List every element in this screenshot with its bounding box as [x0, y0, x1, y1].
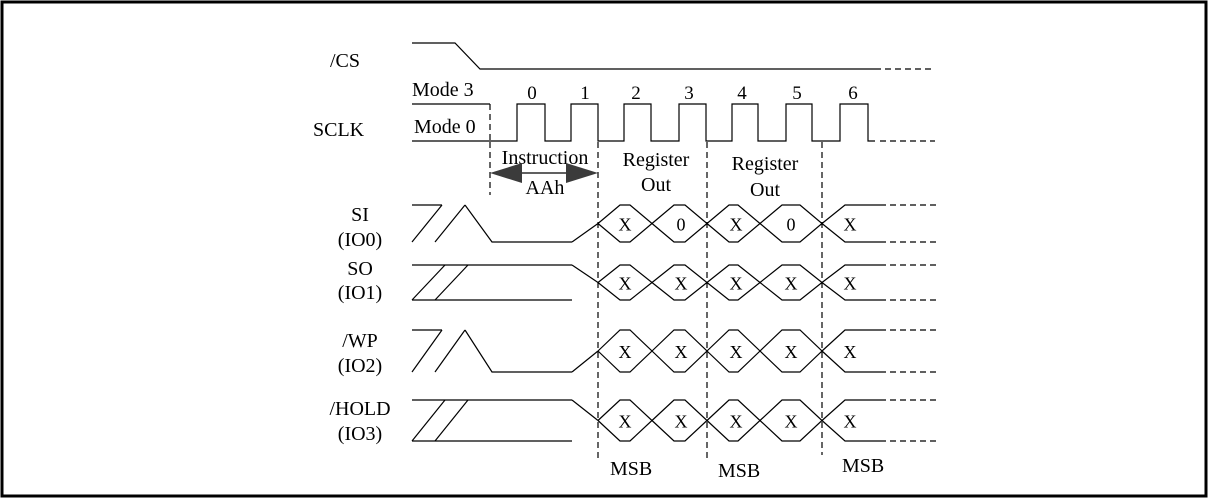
so-cell-value-4: X: [844, 274, 857, 294]
clock-number-3: 3: [684, 83, 694, 104]
hold-cell-value-0: X: [619, 412, 632, 432]
hold-lead-slash-2: [434, 399, 469, 442]
so-tail-bottom: [821, 282, 880, 301]
clock-number-4: 4: [737, 83, 747, 104]
wp-io-label: (IO2): [338, 355, 382, 377]
si-cell-value-2: X: [730, 215, 743, 235]
cs-waveform: [412, 42, 875, 70]
msb-label-1: MSB: [610, 458, 652, 480]
so-lead-slash-2: [434, 264, 469, 301]
si-lead-slash-2: [434, 204, 466, 243]
sclk-label: SCLK: [313, 119, 365, 141]
register-out-1-line1: Register: [623, 149, 690, 171]
wp-label: /WP: [342, 330, 378, 352]
wp-tail-top: [821, 329, 880, 352]
si-lead-rise: [571, 223, 599, 243]
so-cell-value-0: X: [619, 274, 632, 294]
hold-lead-slash-1: [411, 399, 446, 442]
instruction-arrow-right-head: [566, 163, 598, 183]
register-out-1-line2: Out: [641, 174, 671, 196]
si-tail-bottom: [821, 223, 880, 243]
wp-cell-value-1: X: [675, 342, 688, 362]
si-tail-top: [821, 204, 880, 224]
waveforms: [411, 42, 940, 458]
hold-cell-value-1: X: [675, 412, 688, 432]
hold-tail-bottom: [821, 420, 880, 442]
register-out-2-line1: Register: [732, 153, 799, 175]
hold-cell-value-3: X: [785, 412, 798, 432]
si-io-label: (IO0): [338, 229, 382, 251]
wp-lead-slash-2: [434, 329, 466, 373]
si-cell-value-4: X: [844, 215, 857, 235]
msb-label-2: MSB: [718, 460, 760, 482]
hold-tail-top: [821, 399, 880, 421]
msb-label-3: MSB: [842, 455, 884, 477]
clock-number-6: 6: [848, 83, 858, 104]
si-lead-slash-1: [411, 204, 443, 243]
mode3-label: Mode 3: [412, 79, 474, 101]
clock-number-5: 5: [792, 83, 802, 104]
clock-number-1: 1: [580, 83, 590, 104]
hold-label: /HOLD: [329, 398, 390, 420]
cs-label: /CS: [330, 50, 360, 72]
so-io-label: (IO1): [338, 282, 382, 304]
so-cell-value-3: X: [785, 274, 798, 294]
mode0-label: Mode 0: [414, 116, 476, 138]
wp-cell-value-0: X: [619, 342, 632, 362]
so-cell-value-1: X: [675, 274, 688, 294]
clock-number-2: 2: [631, 83, 641, 104]
hold-io-label: (IO3): [338, 423, 382, 445]
so-tail-top: [821, 264, 880, 283]
si-cell-value-0: X: [619, 215, 632, 235]
wp-tail-bottom: [821, 350, 880, 373]
wp-cell-value-3: X: [785, 342, 798, 362]
so-lead-slash-1: [411, 264, 446, 301]
wp-lead-ramp: [464, 329, 572, 373]
si-lead-ramp: [464, 204, 572, 243]
sclk-waveform: [412, 103, 875, 142]
register-out-2-line2: Out: [750, 179, 780, 201]
hold-lead-fall: [571, 399, 599, 421]
instruction-arrow-left-head: [490, 163, 522, 183]
wp-cell-value-4: X: [844, 342, 857, 362]
hold-cell-value-4: X: [844, 412, 857, 432]
si-label: SI: [351, 204, 369, 226]
clock-number-0: 0: [527, 83, 537, 104]
so-label: SO: [347, 258, 373, 280]
si-cell-value-3: 0: [787, 215, 796, 235]
so-lead-fall: [571, 264, 599, 283]
wp-cell-value-2: X: [730, 342, 743, 362]
wp-lead-slash-1: [411, 329, 443, 373]
so-cell-value-2: X: [730, 274, 743, 294]
si-cell-value-1: 0: [677, 215, 686, 235]
instruction-code-label: AAh: [526, 177, 565, 199]
wp-lead-rise: [571, 350, 599, 373]
hold-cell-value-2: X: [730, 412, 743, 432]
